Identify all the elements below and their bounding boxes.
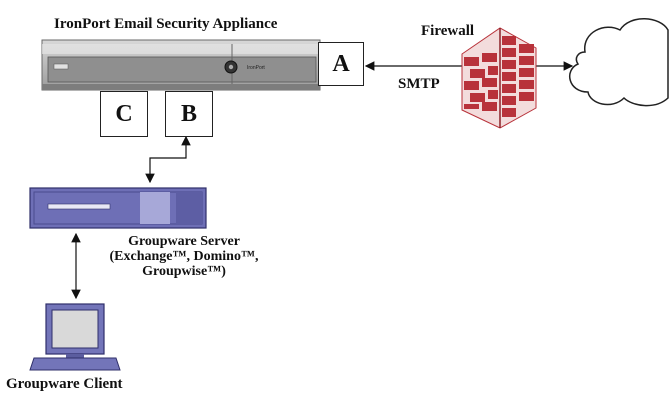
- smtp-label: SMTP: [398, 76, 440, 92]
- server-label: Groupware Server (Exchange™, Domino™, Gr…: [86, 234, 282, 279]
- firewall-brick-icon: [461, 27, 537, 129]
- server-label-line3: Groupwise™): [142, 264, 226, 279]
- appliance-title: IronPort Email Security Appliance: [54, 16, 278, 32]
- server-label-line1: Groupware Server: [128, 234, 240, 249]
- box-a: A: [318, 42, 364, 86]
- box-b: B: [165, 91, 213, 137]
- box-c: C: [100, 91, 148, 137]
- appliance-brand-text: IronPort: [247, 65, 265, 71]
- computer-icon: [29, 303, 121, 371]
- server-icon: [29, 187, 207, 229]
- client-label: Groupware Client: [6, 376, 123, 392]
- appliance-rack-icon: IronPort: [41, 39, 321, 91]
- server-label-line2: (Exchange™, Domino™,: [109, 249, 259, 264]
- cloud-icon: [568, 18, 669, 107]
- appliance-server-connector: [145, 135, 191, 184]
- firewall-label: Firewall: [421, 23, 475, 39]
